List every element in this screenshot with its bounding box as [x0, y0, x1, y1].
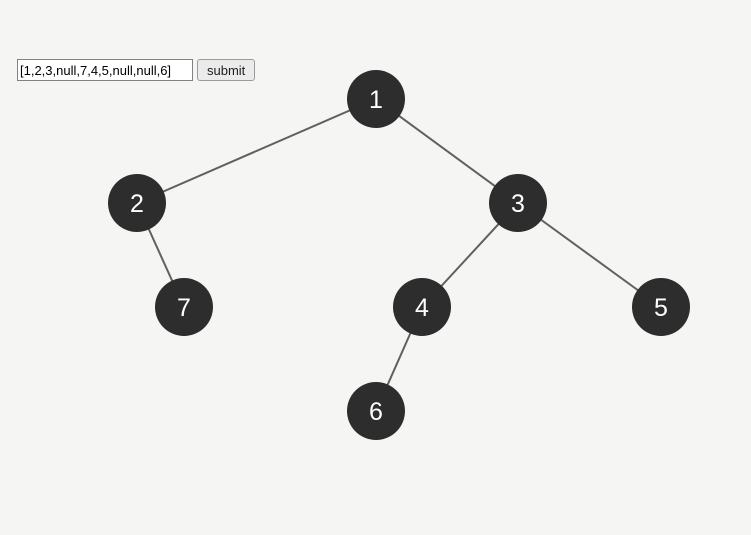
- tree-node-label: 6: [369, 398, 383, 426]
- submit-button[interactable]: submit: [197, 59, 256, 81]
- tree-node-4[interactable]: 4: [393, 278, 451, 336]
- tree-edge-1-2: [136, 98, 377, 204]
- tree-node-circle: [108, 174, 166, 232]
- tree-input-form: submit: [17, 59, 256, 81]
- tree-node-label: 7: [177, 294, 191, 322]
- tree-node-circle: [393, 278, 451, 336]
- tree-edge-3-5: [517, 202, 662, 308]
- tree-node-label: 3: [511, 190, 525, 218]
- tree-node-6[interactable]: 6: [347, 382, 405, 440]
- tree-node-circle: [347, 382, 405, 440]
- tree-node-label: 5: [654, 294, 668, 322]
- tree-node-2[interactable]: 2: [108, 174, 166, 232]
- tree-node-3[interactable]: 3: [489, 174, 547, 232]
- tree-node-label: 1: [369, 86, 383, 114]
- tree-node-5[interactable]: 5: [632, 278, 690, 336]
- tree-node-label: 4: [415, 294, 429, 322]
- tree-node-1[interactable]: 1: [347, 70, 405, 128]
- tree-array-input[interactable]: [17, 59, 193, 81]
- tree-node-7[interactable]: 7: [155, 278, 213, 336]
- tree-node-circle: [347, 70, 405, 128]
- tree-edge-1-3: [375, 98, 519, 204]
- tree-node-label: 2: [130, 190, 144, 218]
- tree-node-circle: [489, 174, 547, 232]
- tree-node-circle: [632, 278, 690, 336]
- tree-node-circle: [155, 278, 213, 336]
